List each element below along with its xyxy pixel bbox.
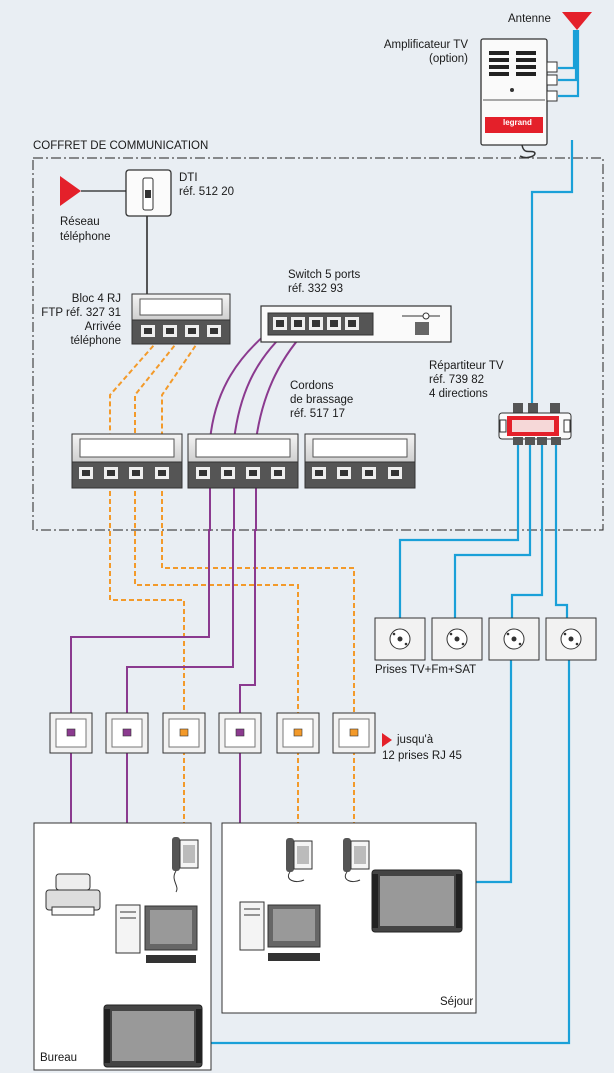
label-repart-3: 4 directions (429, 388, 488, 400)
coffret-boundary (32, 157, 604, 531)
label-reseau-2: téléphone (60, 231, 111, 243)
label-ampli-2: (option) (429, 53, 468, 65)
label-jusqua-1: jusqu'à (397, 734, 434, 746)
tv-outlets (374, 617, 597, 661)
label-bloc-4: téléphone (70, 335, 121, 347)
patch-panel-3 (304, 433, 416, 489)
label-cordons-2: de brassage (290, 394, 354, 406)
jusqua-arrow-icon (382, 733, 392, 747)
sejour-computer-icon (239, 901, 321, 961)
patch-panel-2 (187, 433, 299, 489)
bureau-tv-icon (103, 1004, 203, 1068)
label-repart-1: Répartiteur TV (429, 360, 504, 372)
label-dti-2: réf. 512 20 (179, 186, 234, 198)
printer-icon (45, 873, 101, 916)
label-jusqua-2: 12 prises RJ 45 (382, 750, 462, 762)
label-repart-2: réf. 739 82 (429, 374, 484, 386)
label-cordons-3: réf. 517 17 (290, 408, 345, 420)
amplifier-icon (480, 38, 558, 159)
sejour-phone-2-icon (343, 838, 370, 883)
rj45-outlets (49, 712, 376, 754)
switch-icon (260, 305, 452, 343)
amplifier-brand: legrand (503, 118, 532, 127)
label-sejour: Séjour (440, 996, 474, 1008)
label-antenne: Antenne (508, 13, 551, 25)
label-ampli-1: Amplificateur TV (383, 39, 468, 51)
reseau-arrow-icon (60, 176, 81, 206)
dti-icon (125, 169, 172, 217)
bloc-4rj-icon (131, 293, 231, 345)
label-switch-2: réf. 332 93 (288, 283, 343, 295)
tv-splitter-icon (498, 403, 572, 445)
coax-cables (204, 30, 580, 1045)
sejour-tv-icon (371, 869, 463, 933)
sejour-phone-1-icon (286, 838, 313, 883)
label-reseau-1: Réseau (60, 216, 100, 228)
label-switch-1: Switch 5 ports (288, 269, 361, 281)
label-bureau: Bureau (40, 1052, 78, 1064)
antenna-icon (562, 12, 592, 30)
patch-panel-1 (71, 433, 183, 489)
label-bloc-2: FTP réf. 327 31 (41, 307, 121, 319)
label-cordons-1: Cordons (290, 380, 334, 392)
label-prises-tv: Prises TV+Fm+SAT (375, 664, 477, 676)
label-coffret: COFFRET DE COMMUNICATION (33, 140, 209, 152)
label-dti-1: DTI (179, 172, 198, 184)
bureau-phone-icon (172, 837, 199, 893)
label-bloc-3: Arrivée (84, 321, 121, 333)
network-cables (70, 324, 312, 905)
label-bloc-1: Bloc 4 RJ (71, 293, 121, 305)
bureau-computer-icon (115, 904, 198, 963)
